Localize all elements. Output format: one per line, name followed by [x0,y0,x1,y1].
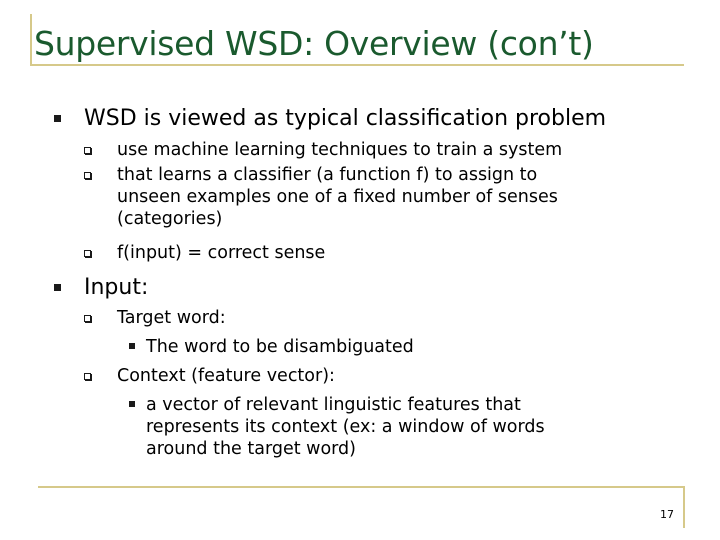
bullet-1-text: WSD is viewed as typical classification … [84,106,607,131]
bullet-1-sub-1: use machine learning techniques to train… [117,140,563,160]
title-rule-vertical [30,14,32,66]
bullet-2-sub-1-detail: The word to be disambiguated [146,337,414,357]
sub-bullet-icon [84,373,91,380]
sub-sub-bullet-icon [129,343,135,349]
bullet-1-sub-2-line-2: unseen examples one of a fixed number of… [117,187,558,207]
footer-rule-horizontal [38,486,684,488]
footer-rule-vertical [683,486,685,528]
bullet-square-icon [54,115,61,122]
bullet-2-sub-2-detail-line-2: represents its context (ex: a window of … [146,417,545,437]
bullet-2-sub-2: Context (feature vector): [117,366,335,386]
bullet-2-text: Input: [84,275,149,300]
bullet-2-sub-1: Target word: [117,308,226,328]
sub-bullet-icon [84,315,91,322]
bullet-1-sub-3: f(input) = correct sense [117,243,326,263]
page-number: 17 [660,508,674,521]
bullet-2-sub-2-detail-line-1: a vector of relevant linguistic features… [146,395,521,415]
sub-bullet-icon [84,172,91,179]
bullet-1-sub-2-line-3: (categories) [117,209,223,229]
bullet-square-icon [54,284,61,291]
title-rule-horizontal [30,64,684,66]
bullet-1-sub-2-line-1: that learns a classifier (a function f) … [117,165,538,185]
sub-bullet-icon [84,147,91,154]
bullet-2-sub-2-detail-line-3: around the target word) [146,439,356,459]
sub-sub-bullet-icon [129,401,135,407]
slide-title: Supervised WSD: Overview (con’t) [34,24,594,63]
sub-bullet-icon [84,250,91,257]
